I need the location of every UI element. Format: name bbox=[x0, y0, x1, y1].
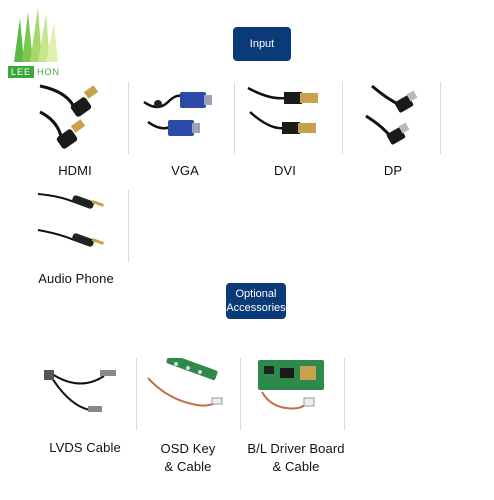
accessory-cell-lvds bbox=[30, 358, 137, 430]
logo-text-right: HON bbox=[37, 67, 61, 77]
dvi-cable-icon bbox=[247, 86, 318, 134]
brand-logo: LEE HON bbox=[8, 4, 68, 78]
osd-key-board-icon bbox=[147, 353, 223, 407]
accessory-label-osd-line1: OSD Key bbox=[160, 441, 216, 456]
product-label-vga: VGA bbox=[171, 163, 199, 178]
accessory-label-driver-line2: & Cable bbox=[272, 459, 320, 474]
product-cell-dp bbox=[342, 82, 441, 154]
hdmi-cable-icon bbox=[39, 84, 99, 149]
displayport-cable-icon bbox=[365, 84, 418, 145]
accessory-label-driver-line1: B/L Driver Board bbox=[247, 441, 345, 456]
optional-badge-line1: Optional bbox=[235, 288, 277, 300]
leaf-logo-icon bbox=[14, 8, 58, 62]
product-label-dvi: DVI bbox=[274, 163, 296, 178]
logo-text-left: LEE bbox=[8, 66, 35, 78]
driver-board-icon bbox=[258, 360, 324, 410]
product-cell-vga bbox=[128, 82, 235, 154]
audio-cable-icon bbox=[37, 193, 104, 247]
input-badge: Input bbox=[233, 27, 291, 61]
product-cell-hdmi bbox=[30, 82, 129, 154]
accessory-cell-driver bbox=[240, 358, 345, 430]
accessory-label-driver: B/L Driver Board & Cable bbox=[238, 440, 354, 476]
product-cell-audio bbox=[30, 190, 129, 262]
accessory-cell-osd bbox=[136, 353, 241, 430]
accessory-label-osd: OSD Key & Cable bbox=[146, 440, 230, 476]
optional-badge-line2: Accessories bbox=[226, 302, 286, 314]
vga-cable-icon bbox=[143, 92, 212, 136]
product-label-hdmi: HDMI bbox=[58, 163, 92, 178]
optional-accessories-badge: Optional Accessories bbox=[226, 283, 286, 319]
accessory-label-osd-line2: & Cable bbox=[164, 459, 212, 474]
lvds-cable-icon bbox=[44, 370, 116, 412]
product-label-dp: DP bbox=[383, 163, 403, 178]
product-label-audio: Audio Phone bbox=[38, 271, 114, 286]
accessory-label-lvds: LVDS Cable bbox=[49, 440, 121, 455]
product-cell-dvi bbox=[234, 82, 343, 154]
